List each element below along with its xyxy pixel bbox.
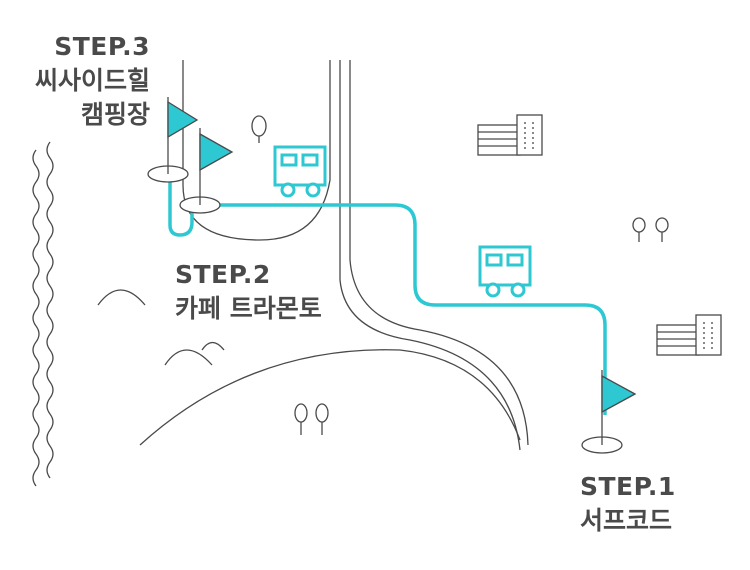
roads xyxy=(139,60,529,451)
step1-place: 서프코드 xyxy=(580,506,673,535)
step2-title: STEP.2 xyxy=(175,260,271,289)
wave-icon xyxy=(32,141,54,487)
flag-icon-step2 xyxy=(179,128,234,214)
campervan-icon xyxy=(273,145,327,198)
building-icon xyxy=(477,114,543,156)
tree-icon xyxy=(251,115,669,435)
step1-label: STEP.1 서프코드 xyxy=(580,470,676,538)
hill-icon xyxy=(97,289,225,366)
route-connector xyxy=(168,175,194,237)
building-icon xyxy=(656,314,722,356)
campervan-icon xyxy=(478,245,532,298)
step3-label: STEP.3 씨사이드힐 캠핑장 xyxy=(20,30,150,132)
step2-label: STEP.2 카페 트라몬토 xyxy=(175,258,322,326)
route-line xyxy=(200,203,607,415)
flag-icon-step1 xyxy=(581,370,637,454)
step3-title: STEP.3 xyxy=(54,32,150,61)
flag-icon-step3 xyxy=(147,97,199,183)
step3-place-line2: 캠핑장 xyxy=(80,100,150,129)
step2-place: 카페 트라몬토 xyxy=(175,294,322,323)
step1-title: STEP.1 xyxy=(580,472,676,501)
step3-place-line1: 씨사이드힐 xyxy=(34,66,150,95)
